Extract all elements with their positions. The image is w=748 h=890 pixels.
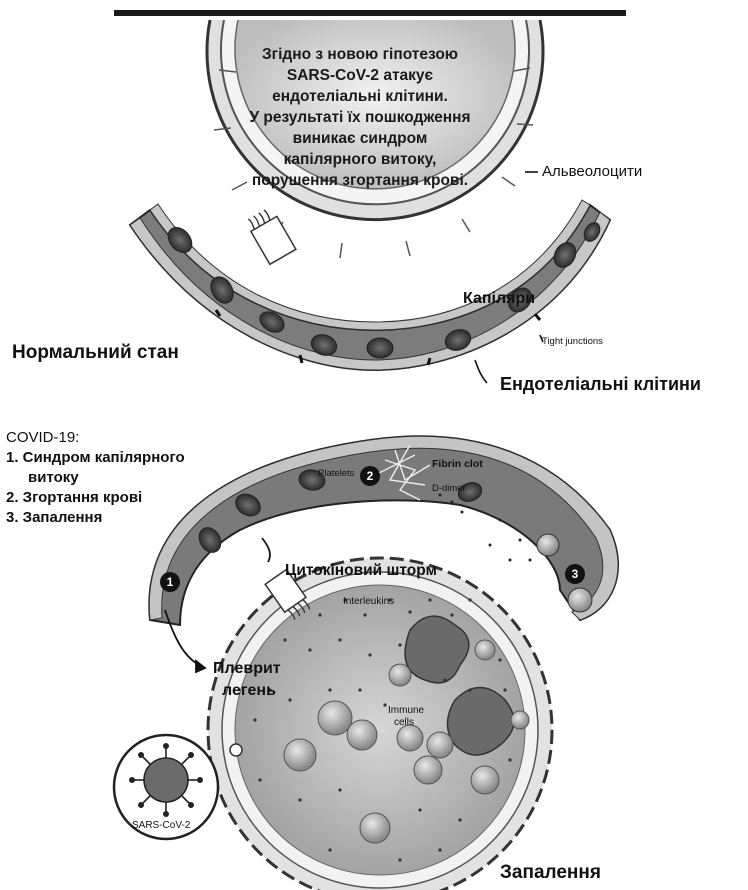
covid-list-item-2: 2. Згортання крові: [6, 488, 185, 508]
label-immune-1: Immune: [388, 705, 424, 716]
intro-line-2: SARS-CoV-2 атакує: [230, 65, 490, 86]
label-alveolocytes: Альвеолоцити: [542, 163, 642, 180]
label-capillary: Капіляри: [463, 290, 535, 308]
marker-1: 1: [160, 572, 180, 592]
label-cytokine-storm: Цитокіновий шторм: [285, 562, 437, 580]
marker-3: 3: [565, 564, 585, 584]
label-inflammation: Запалення: [500, 862, 601, 884]
covid-list-title: COVID-19:: [6, 428, 185, 448]
marker-2: 2: [360, 466, 380, 486]
label-pleurisy-2: легень: [222, 682, 276, 700]
normal-capillary: [130, 200, 610, 370]
intro-line-4: У результаті їх пошкодження: [230, 107, 490, 128]
label-tight-junctions: Tight junctions: [542, 336, 603, 347]
label-immune-2: cells: [394, 717, 414, 728]
label-endothelial-cells: Ендотеліальні клітини: [500, 374, 701, 395]
top-bar: [114, 10, 626, 16]
label-normal-state: Нормальний стан: [12, 342, 179, 364]
intro-line-3: ендотеліальні клітини.: [230, 86, 490, 107]
covid-list-item-3: 3. Запалення: [6, 508, 185, 528]
inflamed-alveolus: [208, 558, 552, 890]
covid-list-item-1: 1. Синдром капілярного: [6, 448, 185, 468]
label-sars-cov-2: SARS-CoV-2: [132, 820, 190, 831]
covid-list-item-1-cont: витоку: [6, 468, 185, 488]
intro-line-1: Згідно з новою гіпотезою: [230, 44, 490, 65]
label-pleurisy-1: Плеврит: [213, 660, 281, 678]
intro-text: Згідно з новою гіпотезою SARS-CoV-2 атак…: [230, 44, 490, 191]
covid-list: COVID-19: 1. Синдром капілярного витоку …: [6, 428, 185, 528]
label-d-dimer: D-dimer: [432, 483, 466, 494]
intro-line-6: капілярного витоку,: [230, 149, 490, 170]
intro-line-7: порушення згортання крові.: [230, 170, 490, 191]
label-fibrin-clot: Fibrin clot: [432, 458, 483, 470]
intro-line-5: виникає синдром: [230, 128, 490, 149]
label-interleukins: Interleukins: [343, 596, 394, 607]
label-platelets: Platelets: [318, 468, 354, 479]
